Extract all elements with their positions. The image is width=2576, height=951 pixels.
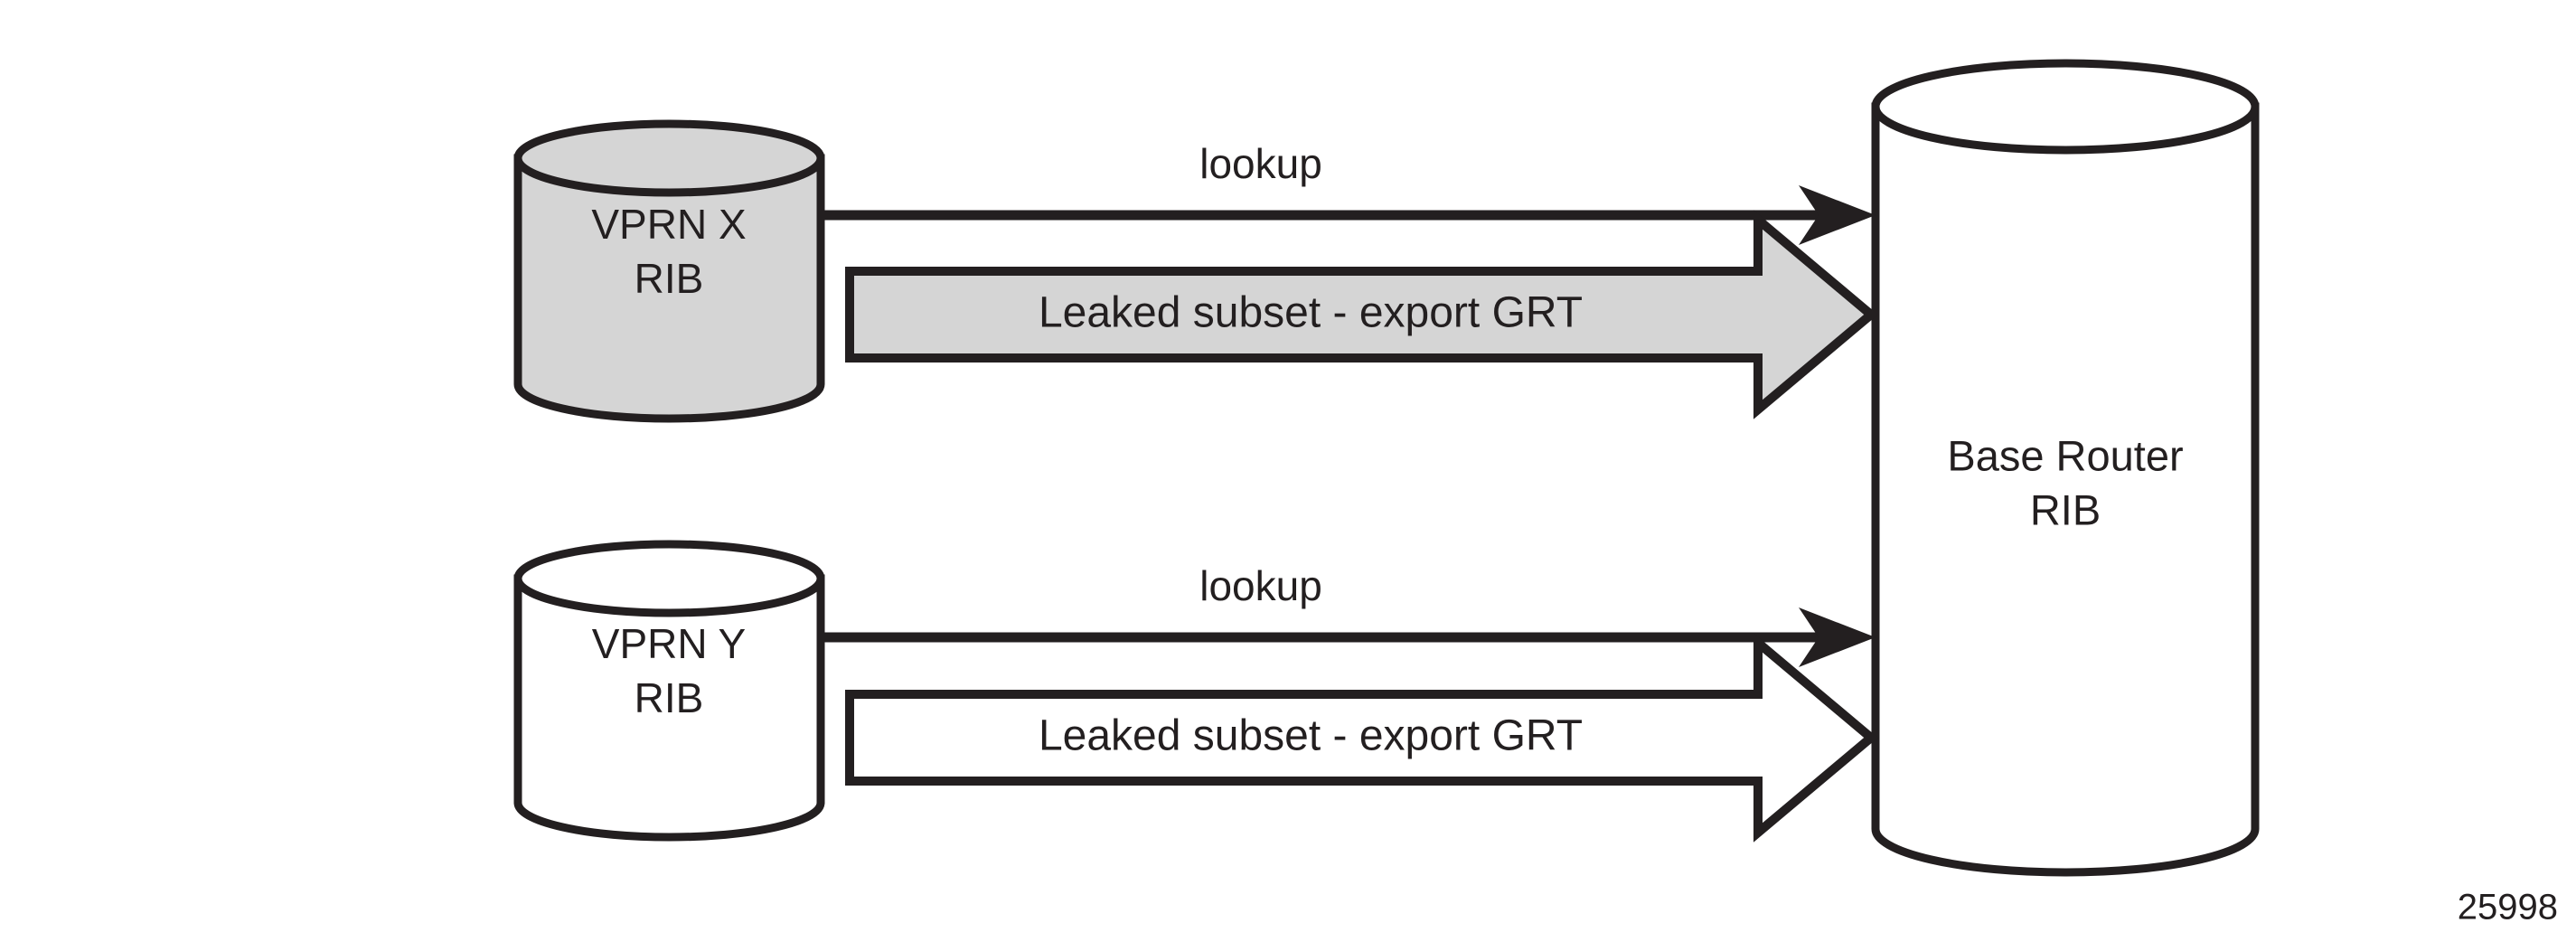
lookup-y-label: lookup xyxy=(1199,562,1322,609)
lookup-x-arrow-head-icon xyxy=(1799,185,1876,245)
leak-y-block-arrow xyxy=(845,633,1878,843)
base-router-cylinder-body xyxy=(1871,102,2260,877)
lookup-x-label: lookup xyxy=(1199,140,1322,187)
leak-y-label: Leaked subset - export GRT xyxy=(1039,712,1583,760)
edge-leak-y[interactable]: Leaked subset - export GRT xyxy=(845,633,1878,843)
base-router-cylinder-top xyxy=(1871,59,2260,155)
edge-lookup-y[interactable]: lookup xyxy=(821,562,1876,667)
vprn-x-cylinder-body xyxy=(513,154,825,423)
vprn-y-label-line2: RIB xyxy=(635,674,704,721)
base-router-label-line2: RIB xyxy=(2030,485,2101,533)
node-vprn-x-rib[interactable]: VPRN X RIB xyxy=(513,119,825,423)
figure-number: 25998 xyxy=(2458,888,2558,927)
leak-x-block-arrow xyxy=(845,210,1878,419)
vprn-y-cylinder-top xyxy=(513,540,825,617)
vprn-x-label-line2: RIB xyxy=(635,255,704,302)
leak-x-label: Leaked subset - export GRT xyxy=(1039,289,1583,337)
base-router-label-line1: Base Router xyxy=(1947,431,2183,479)
edge-lookup-x[interactable]: lookup xyxy=(821,140,1876,245)
node-vprn-y-rib[interactable]: VPRN Y RIB xyxy=(513,540,825,842)
lookup-y-arrow-head-icon xyxy=(1799,607,1876,667)
vprn-y-label-line1: VPRN Y xyxy=(592,620,746,667)
vprn-x-label-line1: VPRN X xyxy=(591,201,746,248)
edge-leak-x[interactable]: Leaked subset - export GRT xyxy=(845,210,1878,419)
vprn-x-cylinder-top xyxy=(513,119,825,197)
node-base-router-rib[interactable]: Base Router RIB xyxy=(1871,59,2260,877)
vprn-y-cylinder-body xyxy=(513,574,825,842)
